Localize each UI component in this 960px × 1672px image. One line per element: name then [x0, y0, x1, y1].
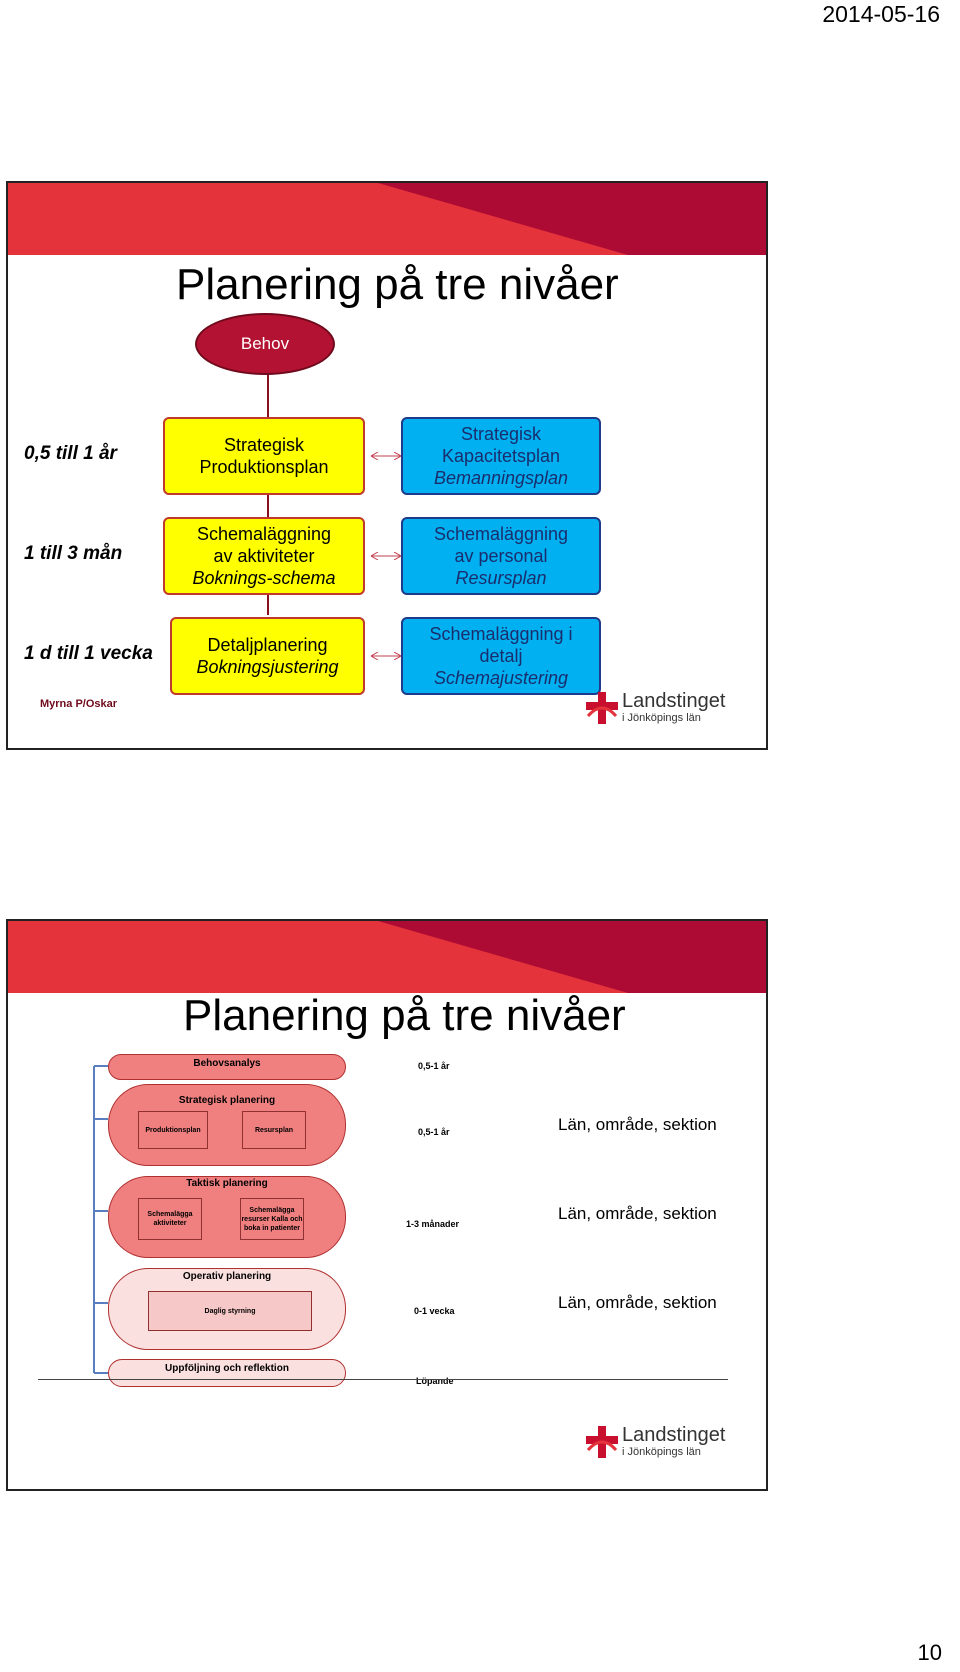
- time-label: 0-1 vecka: [414, 1306, 455, 1316]
- uppfoljning-box: Uppföljning och reflektion: [108, 1359, 346, 1387]
- area-label: Län, område, sektion: [558, 1293, 717, 1312]
- schemalagga-aktiviteter-box: Schemalägga aktiviteter: [138, 1198, 202, 1240]
- box-line: Bemanningsplan: [433, 468, 569, 488]
- page-date: 2014-05-16: [822, 1, 940, 27]
- slide-1: Planering på tre nivåer Behov 0,5 till 1…: [6, 181, 768, 750]
- divider-line: [38, 1379, 728, 1380]
- box-title: Strategisk planering: [178, 1095, 276, 1106]
- box-line: Produktionsplan: [199, 457, 329, 477]
- strategisk-kapacitetsplan-box: Strategisk Kapacitetsplan Bemanningsplan: [401, 417, 601, 495]
- box-title: Taktisk planering: [186, 1178, 268, 1189]
- time-label: Löpande: [416, 1376, 454, 1386]
- schemalaggning-detalj-box: Schemaläggning i detalj Schemajustering: [401, 617, 601, 695]
- page-number: 10: [917, 1640, 942, 1665]
- slide-banner: [8, 921, 766, 993]
- level-label: 0,5 till 1 år: [24, 443, 117, 464]
- logo-sub: i Jönköpings län: [622, 712, 701, 724]
- landstinget-logo: Landstinget i Jönköpings län: [584, 1424, 734, 1464]
- time-label: 0,5-1 år: [418, 1061, 450, 1071]
- logo-sub: i Jönköpings län: [622, 1446, 701, 1458]
- connector-lines: [267, 373, 766, 748]
- level-label: 1 till 3 mån: [24, 543, 123, 564]
- detaljplanering-box: Detaljplanering Bokningsjustering: [170, 617, 365, 695]
- box-line: Bokningsjustering: [196, 657, 339, 677]
- level-label: 1 d till 1 vecka: [24, 643, 153, 664]
- box-line: av personal: [454, 546, 548, 566]
- logo-name: Landstinget: [622, 1424, 726, 1446]
- box-line: Schemaläggning i: [429, 624, 573, 644]
- slide-title: Planering på tre nivåer: [183, 991, 626, 1040]
- box-line: Strategisk: [223, 435, 305, 455]
- slide-title: Planering på tre nivåer: [176, 260, 619, 309]
- box-line: Kapacitetsplan: [441, 446, 561, 466]
- feedback-lines: [93, 1065, 108, 1374]
- box-line: Schemajustering: [433, 668, 569, 688]
- box-line: Resursplan: [455, 568, 547, 588]
- strategisk-produktionsplan-box: Strategisk Produktionsplan: [163, 417, 365, 495]
- schemalaggning-personal-box: Schemaläggning av personal Resursplan: [401, 517, 601, 595]
- behovsanalys-box: Behovsanalys: [108, 1054, 346, 1080]
- time-label: 0,5-1 år: [418, 1127, 450, 1137]
- logo-cross-icon: [586, 692, 618, 724]
- daglig-styrning-box: Daglig styrning: [148, 1291, 312, 1331]
- slide-2: Planering på tre nivåer Behovsanalys Str…: [6, 919, 768, 1491]
- schemalagga-resurser-box: Schemalägga resurser Kalla och boka in p…: [240, 1198, 304, 1240]
- box-line: detalj: [479, 646, 523, 666]
- logo-cross-icon: [586, 1426, 618, 1458]
- author-label: Myrna P/Oskar: [40, 698, 118, 710]
- box-line: Strategisk: [460, 424, 542, 444]
- produktionsplan-box: Produktionsplan: [138, 1111, 208, 1149]
- time-label: 1-3 månader: [406, 1219, 460, 1229]
- slide-banner: [8, 183, 766, 255]
- box-title: Operativ planering: [182, 1271, 272, 1282]
- box-line: Boknings-schema: [192, 568, 336, 588]
- box-line: Schemaläggning: [433, 524, 569, 544]
- box-line: Detaljplanering: [207, 635, 328, 655]
- box-line: av aktiviteter: [213, 546, 315, 566]
- resursplan-box: Resursplan: [242, 1111, 306, 1149]
- box-line: Schemaläggning: [196, 524, 332, 544]
- logo-name: Landstinget: [622, 690, 726, 712]
- landstinget-logo: Landstinget i Jönköpings län: [584, 690, 734, 730]
- area-label: Län, område, sektion: [558, 1115, 717, 1134]
- area-label: Län, område, sektion: [558, 1204, 717, 1223]
- schemalaggning-aktiviteter-box: Schemaläggning av aktiviteter Boknings-s…: [163, 517, 365, 595]
- behov-oval: Behov: [195, 313, 335, 375]
